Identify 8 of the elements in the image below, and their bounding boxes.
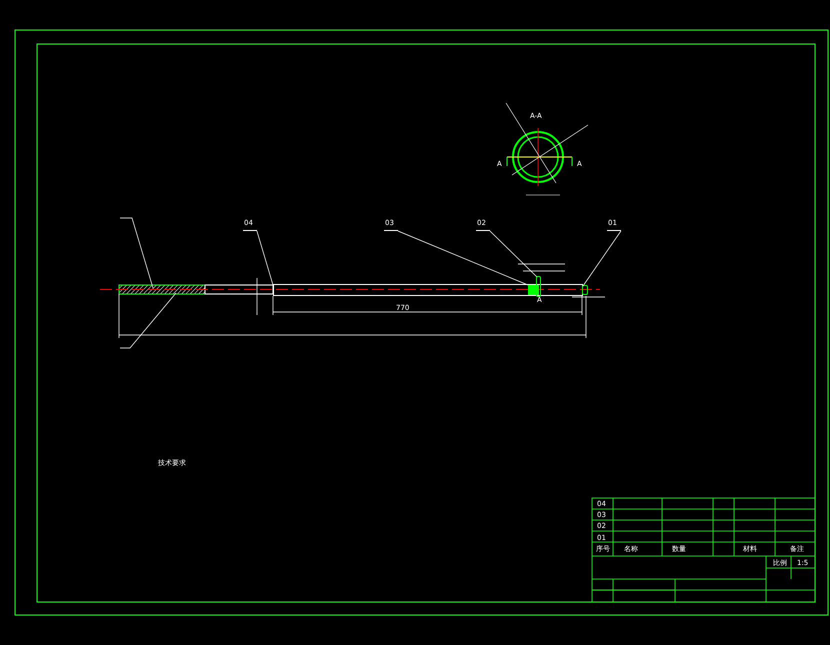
tube-part [273,284,583,296]
sleeve-part [528,285,539,295]
ring-part [536,276,541,297]
leader-line [582,230,622,286]
leader-line [256,230,274,286]
leader-line [490,230,538,278]
leader-line [398,230,528,286]
end-cap-part [582,285,588,295]
